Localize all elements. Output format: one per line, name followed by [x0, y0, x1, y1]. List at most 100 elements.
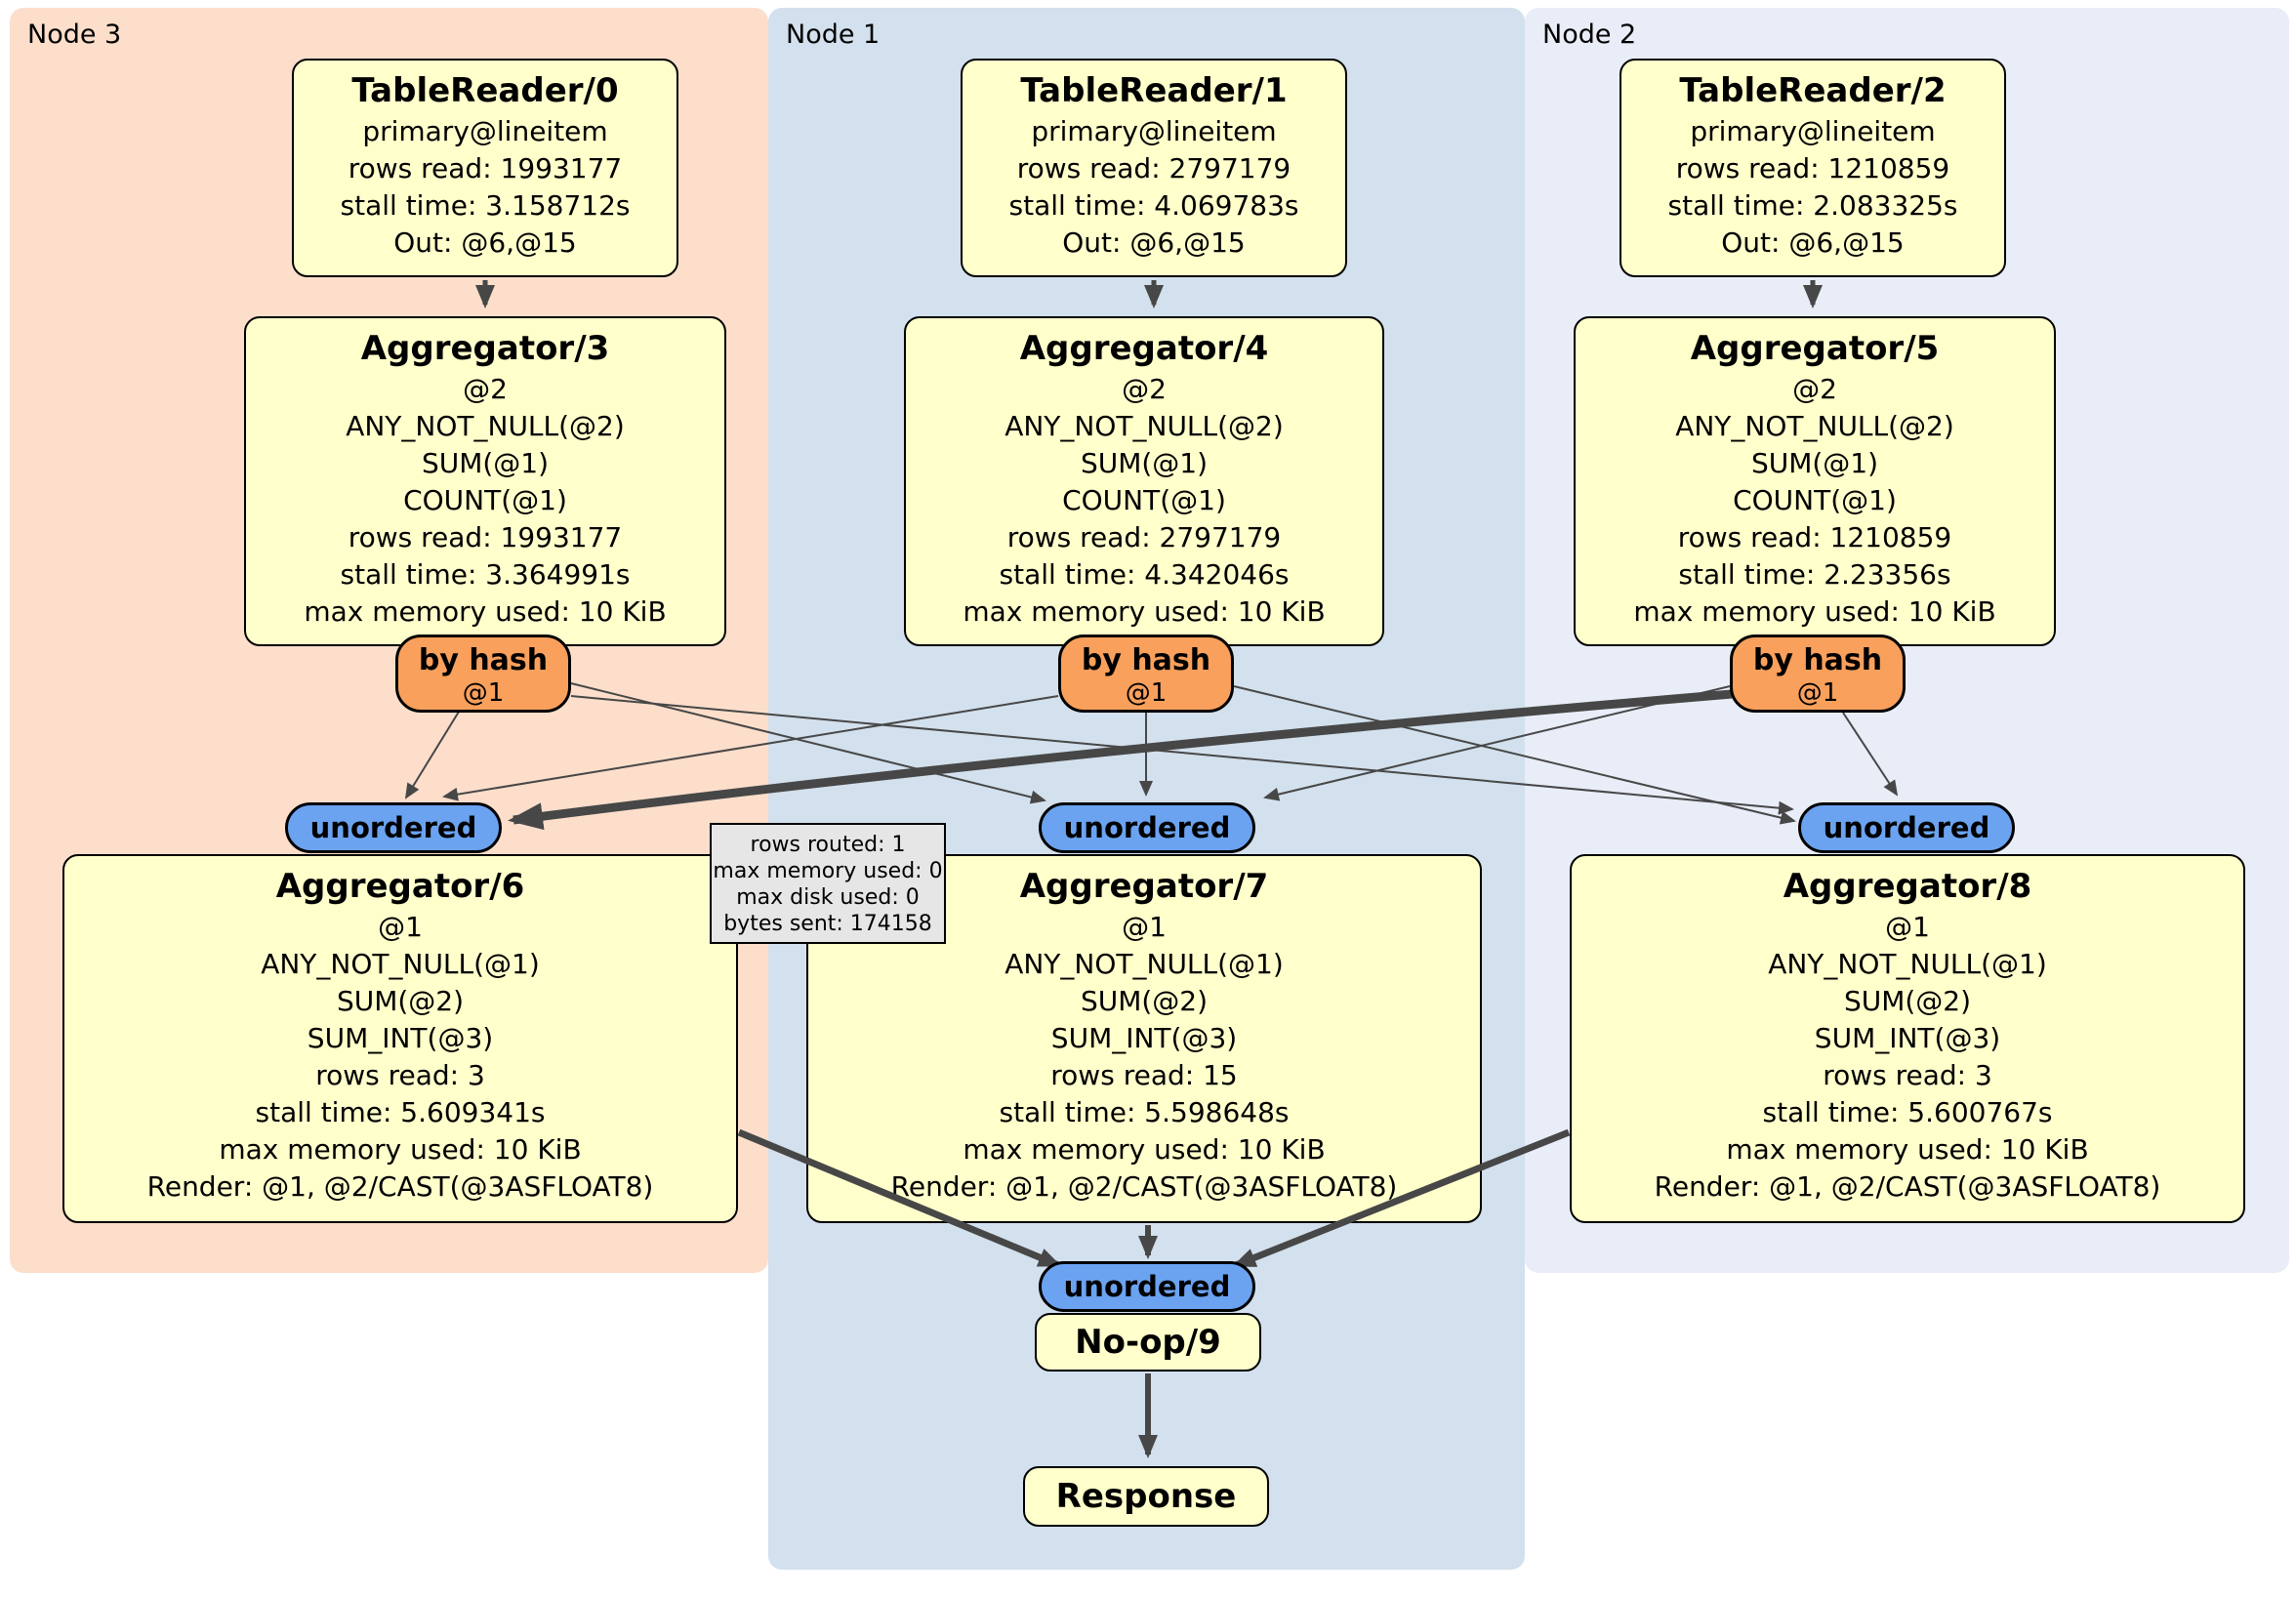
box-line: rows read: 1993177 [348, 521, 623, 553]
stream-unordered-node1[interactable]: unordered [1039, 802, 1255, 853]
box-line: stall time: 3.364991s [340, 558, 631, 591]
box-line: ANY_NOT_NULL(@2) [346, 410, 625, 442]
plan-node-title: No-op/9 [1075, 1323, 1221, 1362]
box-line: SUM(@1) [1080, 447, 1209, 479]
box-line: max memory used: 10 KiB [219, 1133, 582, 1166]
edge-byhash3-unordered2[interactable] [570, 695, 1794, 815]
box-line: @2 [1792, 373, 1837, 405]
box-line: @1 [378, 911, 423, 943]
box-line: @1 [1122, 911, 1167, 943]
router-title: by hash [418, 643, 549, 677]
plan-node-tablereader-1[interactable]: TableReader/1 primary@lineitem rows read:… [961, 59, 1347, 277]
edge-byhash2-unordered3-highlighted[interactable] [508, 689, 1733, 831]
router-byhash-node3[interactable]: by hash @1 [395, 635, 571, 713]
box-line: max memory used: 0 [713, 859, 943, 883]
plan-node-title: Aggregator/6 [275, 867, 525, 906]
box-line: primary@lineitem [362, 115, 608, 147]
plan-node-tablereader-2[interactable]: TableReader/2 primary@lineitem rows read:… [1620, 59, 2006, 277]
box-line: @1 [1885, 911, 1930, 943]
box-line: primary@lineitem [1031, 115, 1277, 147]
edge-byhash3-unordered3[interactable] [404, 711, 460, 799]
box-line: ANY_NOT_NULL(@1) [1768, 948, 2047, 980]
box-line: max memory used: 10 KiB [1726, 1133, 2089, 1166]
box-line: Render: @1, @2/CAST(@3ASFLOAT8) [1654, 1170, 2161, 1203]
plan-node-details: primary@lineitem rows read: 2797179 stall … [963, 113, 1345, 262]
edge-aggregator8-unordered-final[interactable] [1232, 1128, 1571, 1269]
plan-node-title: Aggregator/5 [1690, 329, 1940, 368]
box-line: Out: @6,@15 [1721, 226, 1905, 259]
box-line: COUNT(@1) [1733, 484, 1897, 516]
edge-byhash1-unordered3[interactable] [442, 695, 1059, 801]
stream-unordered-node2[interactable]: unordered [1798, 802, 2015, 853]
plan-node-title: Aggregator/4 [1019, 329, 1269, 368]
plan-node-title: TableReader/1 [1020, 71, 1288, 110]
box-line: COUNT(@1) [1062, 484, 1226, 516]
box-line: rows read: 15 [1050, 1059, 1238, 1091]
router-byhash-node1[interactable]: by hash @1 [1058, 635, 1234, 713]
router-hash-columns: @1 [1796, 678, 1839, 708]
box-line: stall time: 4.069783s [1008, 189, 1299, 222]
box-line: stall time: 5.609341s [255, 1096, 546, 1128]
plan-node-title: TableReader/0 [351, 71, 619, 110]
box-line: max memory used: 10 KiB [1633, 595, 1996, 628]
box-line: Out: @6,@15 [1062, 226, 1246, 259]
box-line: primary@lineitem [1690, 115, 1936, 147]
box-line: SUM(@1) [1750, 447, 1879, 479]
box-line: rows read: 2797179 [1006, 521, 1282, 553]
router-byhash-node2[interactable]: by hash @1 [1730, 635, 1906, 713]
box-line: bytes sent: 174158 [723, 912, 932, 936]
stream-unordered-node3[interactable]: unordered [285, 802, 502, 853]
box-line: rows read: 2797179 [1016, 152, 1292, 184]
box-line: SUM_INT(@3) [1814, 1022, 2001, 1054]
plan-node-title: TableReader/2 [1679, 71, 1947, 110]
plan-node-tablereader-0[interactable]: TableReader/0 primary@lineitem rows read:… [292, 59, 678, 277]
box-line: SUM(@2) [1843, 985, 1972, 1017]
router-hash-columns: @1 [1125, 678, 1168, 708]
stream-label: unordered [1063, 811, 1231, 844]
box-line: SUM(@2) [336, 985, 465, 1017]
box-line: rows read: 1993177 [348, 152, 623, 184]
box-line: max memory used: 10 KiB [963, 1133, 1326, 1166]
box-line: max memory used: 10 KiB [963, 595, 1326, 628]
box-line: stall time: 4.342046s [999, 558, 1290, 591]
box-line: rows read: 1210859 [1675, 152, 1950, 184]
stream-label: unordered [1063, 1270, 1231, 1303]
edge-byhash1-unordered2[interactable] [1233, 685, 1796, 825]
router-title: by hash [1081, 643, 1211, 677]
box-line: SUM_INT(@3) [307, 1022, 494, 1054]
plan-node-title: Response [1055, 1477, 1237, 1516]
plan-node-response[interactable]: Response [1023, 1466, 1269, 1527]
box-line: ANY_NOT_NULL(@1) [261, 948, 540, 980]
node-group-label: Node 2 [1542, 20, 1637, 50]
router-title: by hash [1752, 643, 1883, 677]
box-line: Render: @1, @2/CAST(@3ASFLOAT8) [146, 1170, 654, 1203]
plan-node-title: Aggregator/8 [1783, 867, 2032, 906]
stream-unordered-final[interactable]: unordered [1039, 1261, 1255, 1312]
edge-aggregator6-unordered-final[interactable] [737, 1128, 1062, 1269]
box-line: COUNT(@1) [403, 484, 567, 516]
box-line: rows read: 3 [315, 1059, 485, 1091]
plan-node-noop-9[interactable]: No-op/9 [1035, 1313, 1261, 1372]
box-line: max disk used: 0 [736, 885, 920, 910]
box-line: Render: @1, @2/CAST(@3ASFLOAT8) [890, 1170, 1398, 1203]
box-line: ANY_NOT_NULL(@1) [1004, 948, 1284, 980]
box-line: ANY_NOT_NULL(@2) [1675, 410, 1954, 442]
box-line: @2 [1122, 373, 1167, 405]
edge-byhash2-unordered2[interactable] [1842, 712, 1899, 797]
plan-node-title: Aggregator/3 [360, 329, 610, 368]
